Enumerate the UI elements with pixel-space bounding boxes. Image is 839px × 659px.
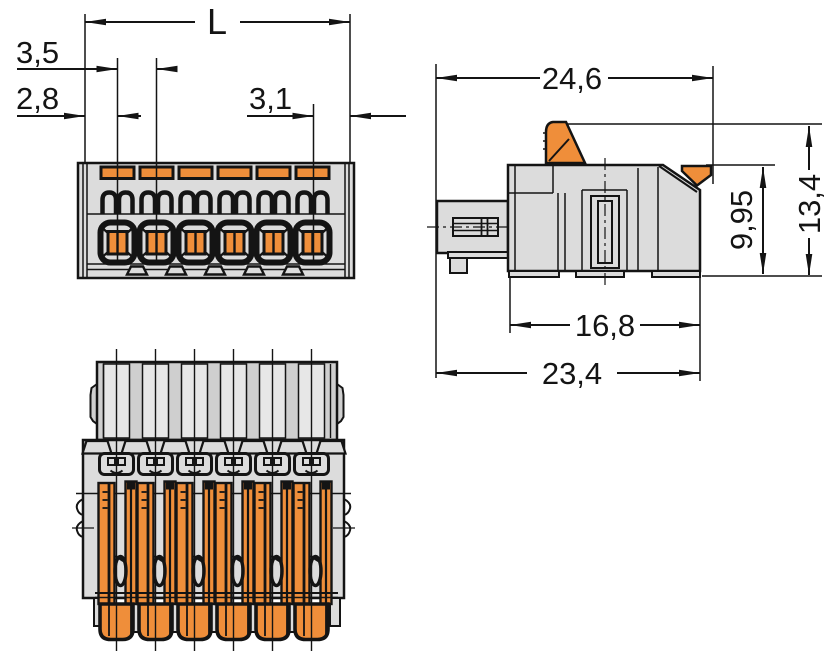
dim-label-9-95: 9,95 <box>724 190 759 250</box>
side-view-housing <box>506 158 702 285</box>
dim-label-3-1: 3,1 <box>249 81 292 116</box>
castellation <box>198 439 230 455</box>
test-port <box>125 265 149 276</box>
dim-label-24-6: 24,6 <box>542 61 602 96</box>
bottom-view <box>72 347 355 653</box>
side-view: 24,6 9,95 13,4 16,8 23,4 <box>427 61 827 391</box>
test-port <box>164 265 188 276</box>
dim-label-13-4: 13,4 <box>792 174 827 234</box>
dimension-top-width: 24,6 <box>436 61 713 96</box>
side-view-plug <box>427 199 514 274</box>
dimension-total-height: 13,4 <box>792 126 827 275</box>
test-port <box>203 265 227 276</box>
dim-label-16-8: 16,8 <box>575 308 635 343</box>
castellation <box>159 439 191 455</box>
castellation <box>81 439 113 455</box>
test-port <box>242 265 266 276</box>
dim-label-3-5: 3,5 <box>16 35 59 70</box>
test-port <box>281 265 305 276</box>
dimension-housing-depth: 16,8 <box>510 308 700 343</box>
dimension-left-offset: 2,8 <box>16 81 141 120</box>
front-extension-lines <box>84 14 351 262</box>
dimension-housing-height: 9,95 <box>724 167 767 274</box>
dimension-total-depth: 23,4 <box>436 356 700 391</box>
front-view: L 3,5 2,8 3,1 <box>16 1 406 280</box>
bottom-view-section-lines <box>95 592 338 599</box>
latch-wedge <box>680 164 713 188</box>
castellation <box>120 439 152 455</box>
dimension-pole-pitch: 3,5 <box>16 35 178 73</box>
dim-label-L: L <box>207 1 227 42</box>
castellation <box>315 439 347 455</box>
locking-lever <box>543 120 587 165</box>
dimension-overall-length: L <box>85 1 350 42</box>
dimension-right-offset: 3,1 <box>247 81 406 120</box>
dim-label-23-4: 23,4 <box>542 356 602 391</box>
bottom-view-top-panel <box>89 360 345 442</box>
dim-label-2-8: 2,8 <box>16 81 59 116</box>
castellation <box>237 439 269 455</box>
castellation <box>276 439 308 455</box>
